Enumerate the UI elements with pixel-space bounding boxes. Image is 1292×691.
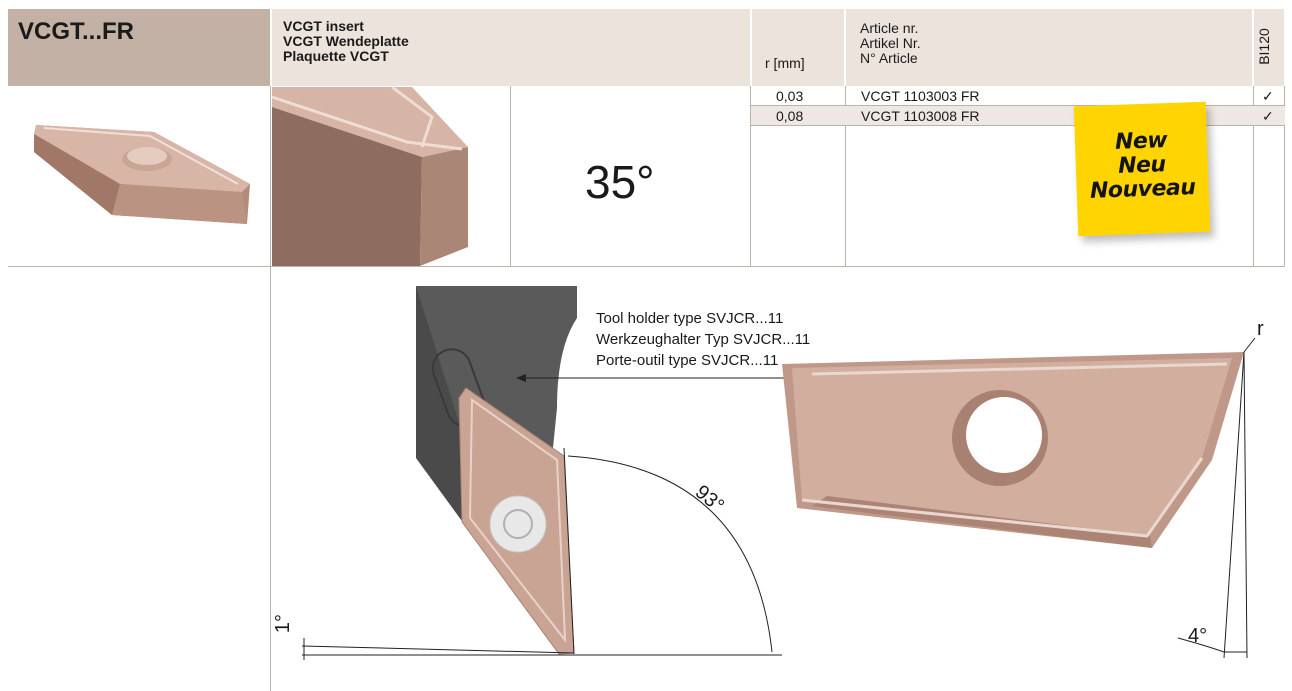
tool-holder-drawing [301, 286, 1256, 660]
header-code-cell: VCGT...FR [8, 9, 270, 86]
table-row: 0,03 VCGT 1103003 FR ✓ [751, 86, 1285, 105]
row-radius: 0,03 [776, 88, 804, 104]
radius-header: r [mm] [765, 55, 805, 71]
radius-label: r [1257, 318, 1264, 340]
article-header-de: Artikel Nr. [860, 35, 921, 51]
article-header-fr: N° Article [860, 50, 918, 66]
divider [1253, 86, 1254, 266]
divider [270, 86, 271, 691]
header-grade-cell: BI120 [1254, 9, 1284, 86]
description-de: VCGT Wendeplatte [283, 33, 409, 49]
angle-4-label: 4° [1188, 625, 1208, 647]
divider [510, 86, 511, 266]
header-article-cell: Article nr. Artikel Nr. N° Article [846, 9, 1252, 86]
new-badge: New Neu Nouveau [1073, 101, 1211, 237]
description-en: VCGT insert [283, 18, 364, 34]
row-check: ✓ [1262, 88, 1274, 104]
divider [8, 266, 1285, 267]
new-badge-fr: Nouveau [1089, 175, 1196, 204]
row-check: ✓ [1262, 108, 1274, 124]
holder-text-de: Werkzeughalter Typ SVJCR...11 [596, 331, 811, 348]
header-radius-cell: r [mm] [752, 9, 844, 86]
divider [751, 105, 1285, 106]
holder-text-fr: Porte-outil type SVJCR...11 [596, 352, 779, 369]
point-angle-label: 35° [585, 156, 655, 208]
article-header-en: Article nr. [860, 20, 919, 36]
row-radius: 0,08 [776, 108, 804, 124]
row-article: VCGT 1103008 FR [861, 108, 980, 124]
product-code: VCGT...FR [18, 18, 135, 45]
header-description-cell: VCGT insert VCGT Wendeplatte Plaquette V… [272, 9, 750, 86]
angle-1-label: 1° [272, 613, 295, 634]
holder-text-en: Tool holder type SVJCR...11 [596, 310, 784, 327]
divider [750, 86, 751, 266]
divider [751, 125, 1285, 126]
divider [845, 86, 846, 266]
divider [1284, 86, 1285, 266]
insert-image [34, 125, 250, 224]
description-fr: Plaquette VCGT [283, 48, 389, 64]
grade-header: BI120 [1255, 28, 1272, 65]
insert-closeup-image [272, 87, 468, 266]
row-article: VCGT 1103003 FR [861, 88, 980, 104]
